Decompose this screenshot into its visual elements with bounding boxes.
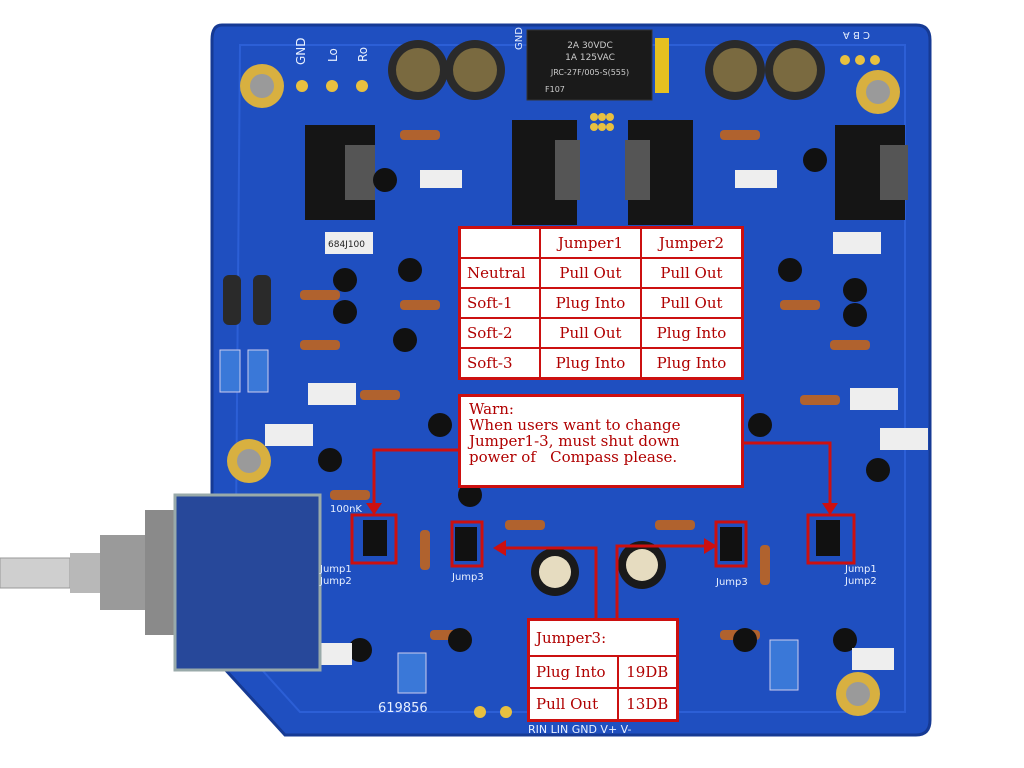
warning-line: Warn: — [469, 400, 514, 418]
table-cell: Soft-1 — [458, 287, 541, 319]
electrolytic-capacitor — [705, 40, 765, 100]
table-header-row: Jumper1 Jumper2 — [458, 226, 744, 259]
silk-jump3-right: Jump3 — [715, 577, 748, 588]
jumper-header — [455, 527, 477, 561]
table-cell: Pull Out — [639, 257, 744, 289]
table-header-row: Jumper3: — [527, 618, 679, 657]
mounting-hole — [836, 672, 880, 716]
mounting-hole — [227, 439, 271, 483]
transistors — [318, 148, 890, 662]
table-header-cell: Jumper1 — [539, 226, 642, 259]
jumper3-right-highlight — [714, 520, 748, 568]
volume-potentiometer — [0, 493, 322, 672]
relay-label-4: F107 — [545, 85, 565, 94]
heatsink — [625, 120, 693, 225]
electrolytic-capacitor — [388, 40, 448, 100]
warning-line: Jumper1-3, must shut down — [469, 432, 680, 450]
table-cell: Pull Out — [539, 317, 642, 349]
silk-bottom-pins: RIN LIN GND V+ V- — [528, 723, 632, 736]
table-cell: Soft-2 — [458, 317, 541, 349]
table-cell: Pull Out — [527, 687, 619, 722]
table-row: Soft-2 Pull Out Plug Into — [458, 317, 744, 349]
relay-label-2: 1A 125VAC — [565, 53, 615, 63]
pcb-substrate — [210, 23, 932, 737]
table-row: Soft-1 Plug Into Pull Out — [458, 287, 744, 319]
jumper3-gain-table: Jumper3: Plug Into 19DB Pull Out 13DB — [527, 618, 679, 722]
electrolytic-capacitor — [765, 40, 825, 100]
table-cell: Neutral — [458, 257, 541, 289]
relay-label-1: 2A 30VDC — [567, 41, 613, 51]
arrow-heads — [366, 503, 838, 556]
relay: 2A 30VDC 1A 125VAC JRC-27F/005-S(555) F1… — [526, 29, 653, 101]
table-cell: Pull Out — [639, 287, 744, 319]
silk-lo: Lo — [326, 48, 340, 62]
table-row: Neutral Pull Out Pull Out — [458, 257, 744, 289]
warning-line: When users want to change — [469, 416, 681, 434]
silk-gnd-left: GND — [294, 37, 308, 65]
fuse — [655, 38, 669, 93]
jumper3-left-highlight — [450, 520, 484, 568]
jumper12-right-highlight — [806, 513, 856, 565]
heatsink — [305, 125, 375, 220]
jumper-mode-table: Jumper1 Jumper2 Neutral Pull Out Pull Ou… — [458, 226, 744, 380]
small-electrolytic-capacitor — [618, 541, 666, 589]
warning-line: power of Compass please. — [469, 448, 678, 466]
table-cell: Plug Into — [539, 287, 642, 319]
table-cell: Plug Into — [639, 347, 744, 380]
silk-jump-right: Jump1 — [844, 564, 877, 575]
silk-serial: 619856 — [378, 701, 428, 716]
table-cell: Plug Into — [639, 317, 744, 349]
table-header-cell: Jumper2 — [639, 226, 744, 259]
components — [300, 130, 870, 640]
heatsink — [512, 120, 580, 225]
solder-pads — [296, 55, 880, 718]
table-cell: Plug Into — [527, 655, 619, 689]
table-cell: Pull Out — [539, 257, 642, 289]
silk-jump-right-2: Jump2 — [844, 576, 877, 587]
annotation-arrows — [372, 441, 832, 618]
silk-jump-left-2: Jump2 — [319, 576, 352, 587]
silk-jump-left: Jump1 — [319, 564, 352, 575]
jumper-header — [363, 520, 387, 556]
silk-100nk: 100nK — [330, 504, 362, 515]
silk-gnd-top: GND — [514, 27, 525, 50]
mounting-hole — [856, 70, 900, 114]
silk-jump3-left: Jump3 — [451, 572, 484, 583]
electrolytic-capacitor — [445, 40, 505, 100]
table-cell: Plug Into — [539, 347, 642, 380]
warning-note: Warn: When users want to change Jumper1-… — [458, 394, 744, 488]
gain-table-title: Jumper3: — [527, 618, 679, 657]
silk-cba: C B A — [843, 29, 870, 40]
silk-cap-code: 684J100 — [328, 240, 365, 250]
jumper-header — [720, 527, 742, 561]
blue-capacitors — [219, 349, 799, 694]
table-cell: Soft-3 — [458, 347, 541, 380]
table-row: Soft-3 Plug Into Plug Into — [458, 347, 744, 380]
relay-label-3: JRC-27F/005-S(555) — [550, 68, 629, 77]
silk-ro: Ro — [356, 47, 370, 62]
jumper-header — [816, 520, 840, 556]
mounting-hole — [240, 64, 284, 108]
film-capacitors — [265, 170, 928, 670]
table-cell: 13DB — [616, 687, 679, 722]
small-electrolytic-capacitor — [531, 548, 579, 596]
table-header-cell — [458, 226, 541, 259]
table-row: Plug Into 19DB — [527, 655, 679, 689]
vertical-resistors — [223, 275, 271, 325]
table-row: Pull Out 13DB — [527, 687, 679, 722]
heatsink — [835, 125, 908, 220]
table-cell: 19DB — [616, 655, 679, 689]
